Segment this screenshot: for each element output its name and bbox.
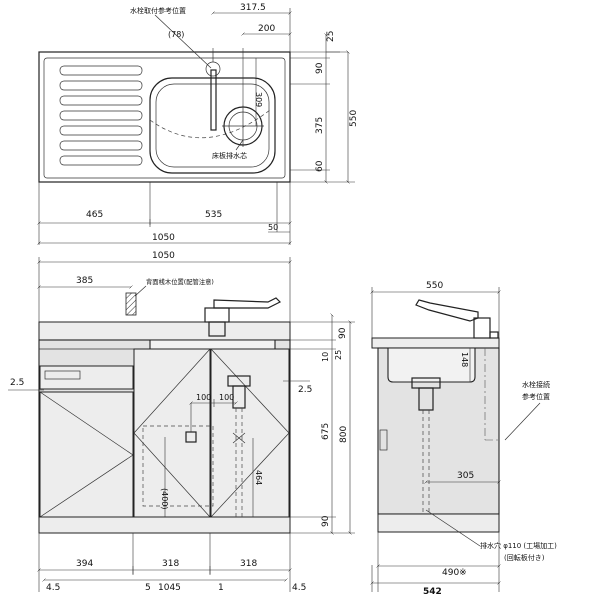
dim-door-1: 394 bbox=[76, 559, 93, 569]
side-view: 550 148 305 水栓接続 参考位置 排水穴 φ110 (工場加工) (回… bbox=[372, 281, 557, 597]
plinth bbox=[38, 516, 291, 534]
dim-gap-center: 1 bbox=[218, 583, 224, 593]
dim-plinth: 90 bbox=[321, 515, 331, 527]
front-drain-trap bbox=[227, 375, 251, 517]
dim-right-gap: 2.5 bbox=[298, 385, 312, 395]
drain-circle bbox=[222, 105, 264, 147]
top-view: 水栓取付参考位置 (78) 317.5 200 309 床板排水芯 25 90 … bbox=[39, 3, 359, 245]
dim-depth: 550 bbox=[349, 110, 359, 127]
dim-drain-from-back: 309 bbox=[254, 92, 263, 107]
top-outer-outline bbox=[38, 51, 291, 183]
faucet-position-note: 水栓取付参考位置 bbox=[130, 6, 186, 15]
dim-door-2: 318 bbox=[162, 559, 179, 569]
center-door bbox=[133, 348, 211, 518]
dim-gap-left: 4.5 bbox=[46, 583, 60, 593]
right-door bbox=[210, 348, 290, 518]
utility-box bbox=[142, 425, 214, 507]
dim-faucet-to-right: 317.5 bbox=[240, 3, 266, 13]
dim-cabinet-height: 675 bbox=[321, 423, 331, 440]
side-drain-trap bbox=[411, 377, 441, 514]
dim-backboard-offset: 385 bbox=[76, 276, 93, 286]
dim-bowl-width: 535 bbox=[205, 210, 222, 220]
dim-cabinet-width: 1045 bbox=[158, 583, 181, 593]
drain-center-note: 床板排水芯 bbox=[212, 151, 247, 160]
dim-box-right: 100 bbox=[219, 393, 234, 402]
top-inner-rim bbox=[43, 57, 286, 179]
drawer-front bbox=[39, 365, 134, 390]
dim-side-depth: 550 bbox=[426, 281, 443, 291]
dim-front-top-width: 1050 bbox=[152, 251, 175, 261]
sink-bowl-outline bbox=[149, 77, 276, 174]
front-view: 1050 385 背面桟木位置(配管注意) bbox=[8, 251, 355, 593]
side-faucet bbox=[415, 299, 499, 339]
top-faucet bbox=[205, 52, 221, 131]
left-door-swing bbox=[39, 391, 134, 518]
dim-box-height: (400) bbox=[160, 488, 169, 510]
dim-gap-mid: 5 bbox=[145, 583, 151, 593]
backboard-note: 背面桟木位置(配管注意) bbox=[146, 277, 214, 286]
dim-gap-right: 4.5 bbox=[292, 583, 306, 593]
dim-total-depth: 542 bbox=[423, 587, 442, 597]
faucet-connection-note-2: 参考位置 bbox=[522, 392, 550, 401]
dim-inner-depth: 490※ bbox=[442, 568, 467, 578]
dim-drain-height: 464 bbox=[254, 470, 263, 485]
dim-bowl-zone: 375 bbox=[315, 117, 325, 134]
dim-drain-from-back-side: 305 bbox=[457, 471, 474, 481]
dim-bowl-lip: 10 bbox=[321, 352, 330, 362]
dim-door-3: 318 bbox=[240, 559, 257, 569]
dim-box-left: 100 bbox=[196, 393, 211, 402]
backboard-batten bbox=[125, 292, 137, 316]
bowl-slope-line bbox=[149, 109, 271, 139]
faucet-note-leader bbox=[154, 14, 212, 69]
dim-counter-thickness: 90 bbox=[338, 327, 348, 339]
faucet-connection-note-1: 水栓接続 bbox=[522, 380, 550, 389]
drain-hole-note-2: (回転板付き) bbox=[504, 553, 545, 562]
dim-bowl-depth: 148 bbox=[460, 352, 469, 367]
side-plinth bbox=[377, 513, 500, 533]
dim-left-gap: 2.5 bbox=[10, 378, 24, 388]
dim-back-ledge: 25 bbox=[326, 31, 336, 42]
countertop-edge bbox=[38, 321, 291, 341]
dim-right-edge: 50 bbox=[268, 223, 278, 232]
drain-hole-note-1: 排水穴 φ110 (工場加工) bbox=[480, 541, 557, 550]
dim-faucet-offset: (78) bbox=[168, 30, 184, 39]
dim-front-zone: 60 bbox=[315, 160, 325, 172]
dim-back-zone: 90 bbox=[315, 62, 325, 74]
drainboard-grooves bbox=[59, 65, 143, 166]
dim-drain-from-right: 200 bbox=[258, 24, 275, 34]
side-countertop bbox=[371, 337, 500, 349]
sink-bowl-inner bbox=[155, 83, 270, 168]
front-faucet bbox=[204, 297, 282, 337]
dim-total-width: 1050 bbox=[152, 233, 175, 243]
left-door bbox=[39, 391, 134, 518]
dim-drainboard: 465 bbox=[86, 210, 103, 220]
dim-bowl-top: 25 bbox=[334, 350, 343, 360]
dim-total-height: 800 bbox=[339, 426, 349, 443]
